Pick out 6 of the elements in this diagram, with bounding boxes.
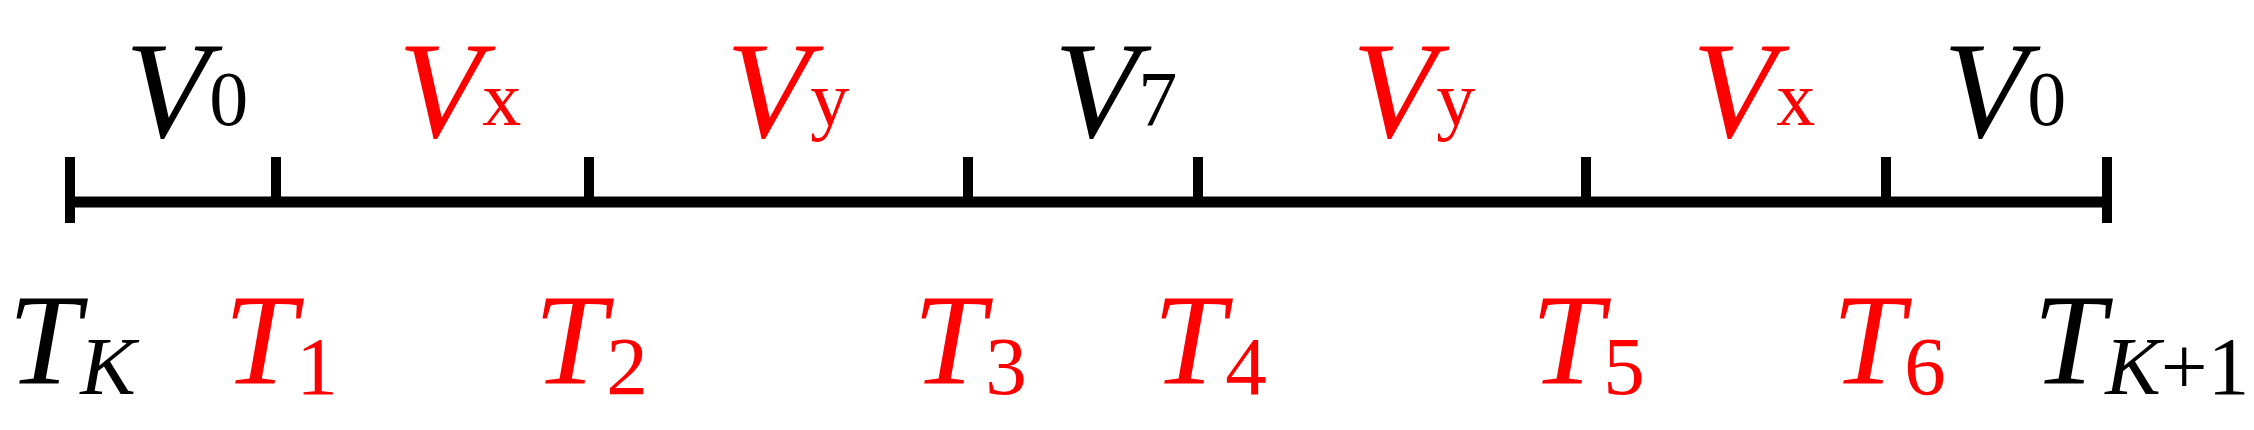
time-label: T$_{5}$ xyxy=(1531,274,1645,408)
time-label: T$_{3}$ xyxy=(913,274,1027,408)
time-label: T$_{1}$ xyxy=(224,274,338,408)
time-label: T$_{4}$ xyxy=(1153,274,1267,408)
time-label: T$_{6}$ xyxy=(1832,274,1946,408)
time-label: T$_{2}$ xyxy=(534,274,648,408)
